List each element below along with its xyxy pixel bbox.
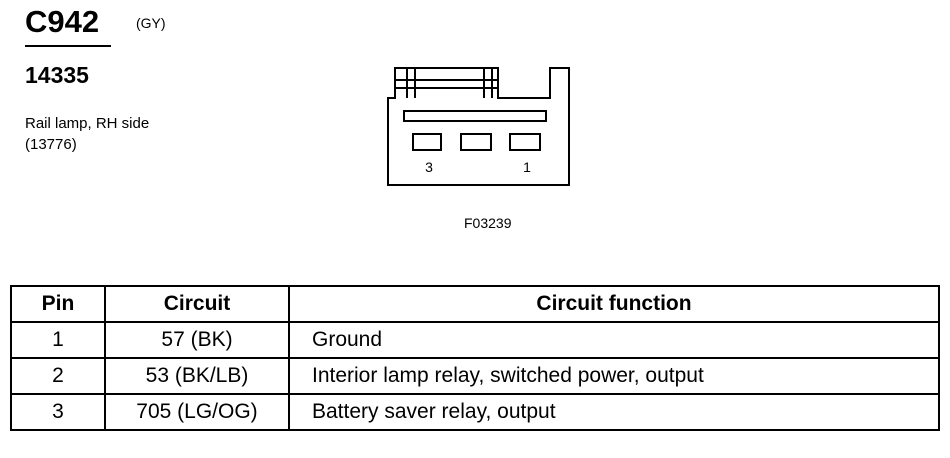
circuit-cell: 705 (LG/OG) — [104, 393, 290, 431]
pin-cell: 1 — [10, 321, 106, 359]
table-row: 2 53 (BK/LB) Interior lamp relay, switch… — [10, 357, 940, 395]
pin-label-1: 1 — [523, 159, 531, 175]
connector-description-code: (13776) — [25, 136, 77, 153]
pin-cell: 2 — [10, 357, 106, 395]
column-header-function: Circuit function — [288, 285, 940, 323]
circuit-cell: 57 (BK) — [104, 321, 290, 359]
connector-color-code: (GY) — [136, 15, 166, 31]
pin-cell: 3 — [10, 393, 106, 431]
connector-outline — [387, 67, 570, 186]
table-row: 1 57 (BK) Ground — [10, 321, 940, 359]
column-header-circuit: Circuit — [104, 285, 290, 323]
pin-cavity — [460, 133, 492, 151]
table-row: 3 705 (LG/OG) Battery saver relay, outpu… — [10, 393, 940, 431]
pin-cavity — [509, 133, 541, 151]
column-header-pin: Pin — [10, 285, 106, 323]
pin-label-3: 3 — [425, 159, 433, 175]
connector-id: C942 — [25, 4, 100, 39]
pin-cavity — [412, 133, 442, 151]
connector-description: Rail lamp, RH side — [25, 115, 150, 132]
part-number: 14335 — [25, 62, 89, 88]
pin-table: Pin Circuit Circuit function 1 57 (BK) G… — [10, 285, 940, 431]
figure-id: F03239 — [464, 215, 512, 231]
function-cell: Interior lamp relay, switched power, out… — [288, 357, 940, 395]
function-cell: Battery saver relay, output — [288, 393, 940, 431]
circuit-cell: 53 (BK/LB) — [104, 357, 290, 395]
title-underline — [25, 45, 111, 47]
table-header-row: Pin Circuit Circuit function — [10, 285, 940, 323]
connector-face-diagram: 3 1 — [387, 67, 570, 186]
function-cell: Ground — [288, 321, 940, 359]
